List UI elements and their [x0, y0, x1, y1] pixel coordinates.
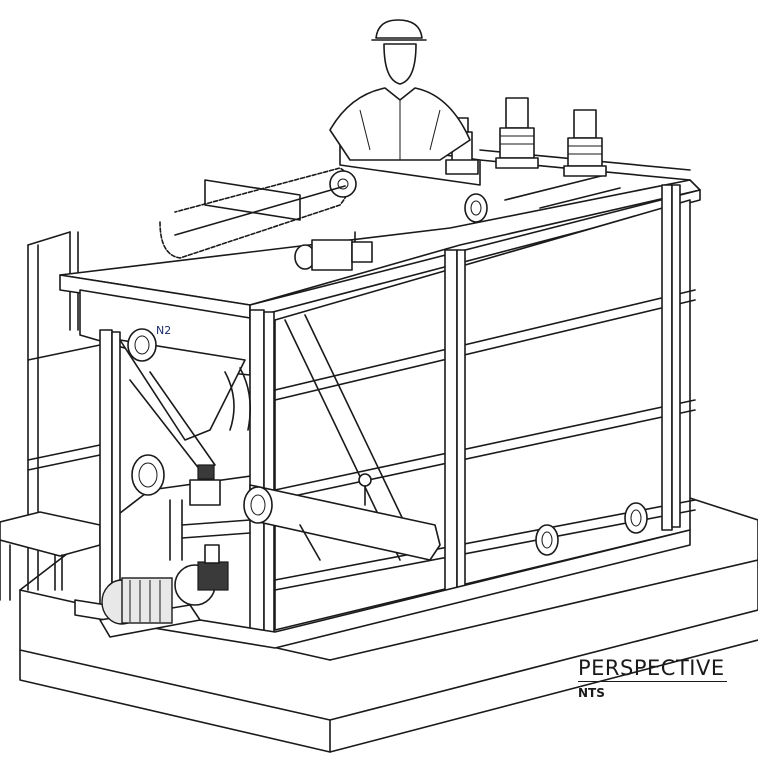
nozzle-bottom-2	[624, 502, 648, 534]
vertical-motors	[445, 97, 607, 177]
scale-note: NTS	[578, 686, 605, 700]
title-block: PERSPECTIVE NTS	[578, 655, 758, 700]
vertical-motor-3	[563, 109, 607, 177]
nozzle-top-drive	[464, 193, 488, 223]
nozzle-tag-n2: N2	[156, 324, 171, 337]
nozzle-bottom-1	[535, 524, 559, 556]
recycle-header-pipe	[243, 484, 441, 561]
nozzle-side-left	[131, 454, 165, 496]
recirculation-pump	[99, 544, 229, 638]
vertical-motor-2	[495, 97, 539, 169]
nozzle-n2	[127, 328, 157, 362]
pump-piping	[169, 464, 372, 561]
view-title: PERSPECTIVE	[578, 656, 727, 682]
operator-figure	[329, 19, 471, 161]
